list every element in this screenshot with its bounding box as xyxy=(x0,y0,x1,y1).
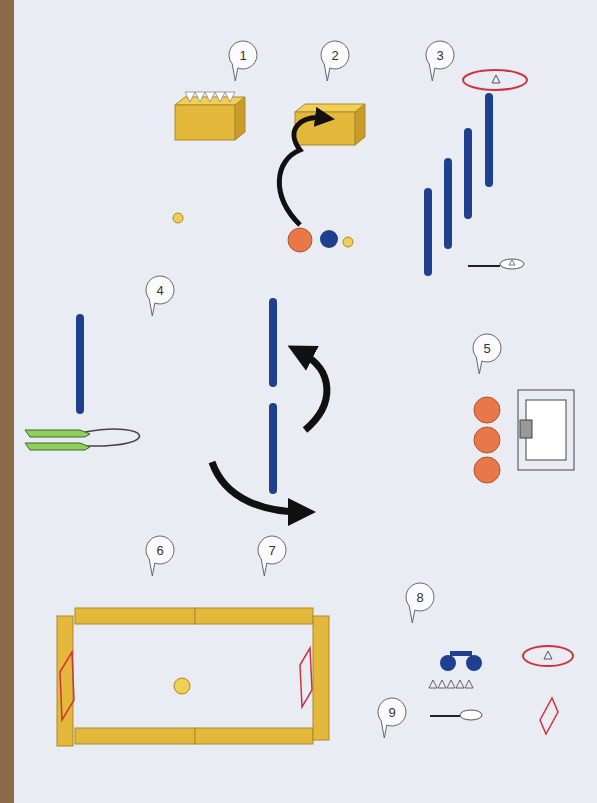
small-ball xyxy=(343,237,353,247)
callout-number: 7 xyxy=(258,536,286,557)
callout-bubble: 5 xyxy=(473,334,501,362)
hoop xyxy=(463,70,527,90)
orange-ball xyxy=(288,228,312,252)
spiked-box xyxy=(175,92,245,140)
callout-outline xyxy=(378,698,406,738)
orange-ball xyxy=(474,427,500,453)
callout-outline xyxy=(146,536,174,576)
callout-bubble: 3 xyxy=(426,41,454,69)
callout-number: 9 xyxy=(378,698,406,719)
target-frame xyxy=(518,390,574,470)
orange-ball xyxy=(474,457,500,483)
box xyxy=(295,104,365,145)
red-marker xyxy=(300,648,312,707)
callout-bubble: 1 xyxy=(229,41,257,69)
callout-outline xyxy=(258,536,286,576)
plank-field xyxy=(57,608,329,746)
callout-number: 8 xyxy=(406,583,434,604)
curved-arrow xyxy=(279,118,325,225)
callout-number: 3 xyxy=(426,41,454,62)
callout-outline xyxy=(321,41,349,81)
callout-bubble: 9 xyxy=(378,698,406,726)
rods xyxy=(428,97,489,272)
ball xyxy=(174,678,190,694)
callout-outline xyxy=(473,334,501,374)
callout-outline xyxy=(229,41,257,81)
callout-number: 4 xyxy=(146,276,174,297)
racket xyxy=(430,710,482,720)
callout-number: 2 xyxy=(321,41,349,62)
red-marker xyxy=(60,652,74,720)
small-ball xyxy=(173,213,183,223)
callout-number: 6 xyxy=(146,536,174,557)
callout-bubble: 4 xyxy=(146,276,174,304)
callout-outline xyxy=(426,41,454,81)
blue-ball xyxy=(320,230,338,248)
callout-outline xyxy=(406,583,434,623)
triangle xyxy=(544,651,552,659)
racket xyxy=(468,259,524,269)
rod xyxy=(76,318,84,410)
callout-bubble: 7 xyxy=(258,536,286,564)
callout-bubble: 6 xyxy=(146,536,174,564)
tongs xyxy=(25,429,140,450)
callout-number: 5 xyxy=(473,334,501,355)
curved-arrow xyxy=(212,462,302,512)
orange-ball xyxy=(474,397,500,423)
rod xyxy=(269,407,277,490)
triangle xyxy=(492,75,500,83)
callout-number: 1 xyxy=(229,41,257,62)
binocular-symbol xyxy=(440,651,482,671)
sheet xyxy=(14,0,597,803)
callout-bubble: 2 xyxy=(321,41,349,69)
hoop xyxy=(523,646,573,666)
triangle-row xyxy=(429,680,473,688)
curved-arrow xyxy=(300,352,327,430)
callout-bubble: 8 xyxy=(406,583,434,611)
callout-outline xyxy=(146,276,174,316)
rod xyxy=(269,302,277,383)
red-marker xyxy=(540,698,558,734)
